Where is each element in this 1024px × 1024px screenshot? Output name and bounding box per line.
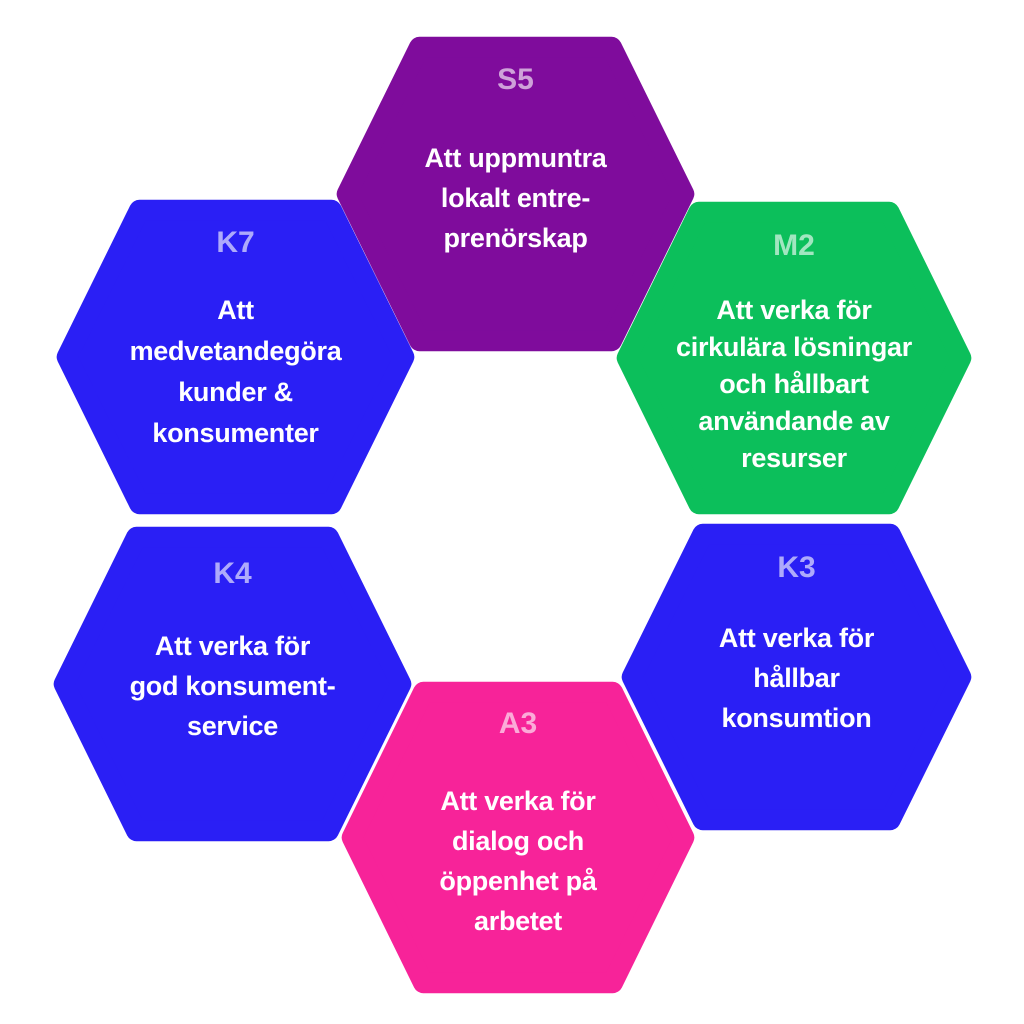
hexagon-description: Att uppmuntra lokalt entre-prenörskap <box>356 138 676 258</box>
hexagon-code-wrapper: M2 <box>634 228 954 264</box>
hexagon-code: M2 <box>773 229 815 262</box>
hexagon-description: Att verka för god konsument-service <box>73 626 393 746</box>
hexagon-description-line: konsumtion <box>721 703 872 733</box>
hexagon-code: K4 <box>213 557 252 590</box>
hexagon-code-wrapper: K4 <box>73 556 393 592</box>
hexagon-description-line: Att verka för <box>718 623 875 653</box>
hexagon-description: Att medvetandegöra kunder & konsumenter <box>76 290 396 454</box>
hexagon-description: Att verka för cirkulära lösningar och håll… <box>634 292 954 477</box>
hexagon-k3 <box>621 523 972 831</box>
hexagon-description-line: medvetandegöra <box>129 336 342 366</box>
hexagon-code: S5 <box>497 63 534 96</box>
hexagon-code-wrapper: A3 <box>358 706 678 742</box>
hexagon-s5 <box>336 36 695 352</box>
hexagon-description-line: kunder & <box>178 377 293 407</box>
hexagon-description-line: konsumenter <box>152 418 319 448</box>
hexagon-description-line: Att verka för <box>716 295 872 325</box>
hexagon-description-line: lokalt entre- <box>440 183 591 213</box>
hexagon-description-line: Att verka för <box>154 631 311 661</box>
hexagon-description-line: service <box>187 711 278 741</box>
hexagon-m2 <box>616 201 972 515</box>
hexagon-description-line: hållbar <box>753 663 840 693</box>
hexagon-description-line: resurser <box>741 443 847 473</box>
hexagon-description: Att verka för dialog och öppenhet på arbete… <box>358 781 678 941</box>
hexagon-description-line: prenörskap <box>443 223 588 253</box>
hexagon-code: K7 <box>216 226 255 259</box>
hexagon-code-wrapper: K3 <box>637 550 957 586</box>
hexagon-description-line: användande av <box>698 406 890 436</box>
hexagon-code-wrapper: S5 <box>356 62 676 98</box>
hexagon-description-line: öppenhet på <box>439 866 597 896</box>
hexagon-description-line: Att <box>217 295 254 325</box>
hexagon-k4 <box>53 526 412 842</box>
hexagon-code-wrapper: K7 <box>76 225 396 261</box>
hexagon-description-line: Att uppmuntra <box>424 143 607 173</box>
hexagon-description: Att verka för hållbar konsumtion <box>637 618 957 738</box>
hexagon-k7 <box>56 199 415 515</box>
hexagon-code: K3 <box>777 551 816 584</box>
hexagon-description-line: och hållbart <box>719 369 869 399</box>
hexagon-description-line: cirkulära lösningar <box>676 332 912 362</box>
hexagon-description-line: god konsument- <box>129 671 336 701</box>
hexagon-description-line: Att verka för <box>440 786 596 816</box>
hexagon-description-line: dialog och <box>451 826 584 856</box>
hexagon-description-line: arbetet <box>474 906 562 936</box>
hexagon-code: A3 <box>498 707 538 740</box>
hexagon-a3 <box>341 681 695 994</box>
